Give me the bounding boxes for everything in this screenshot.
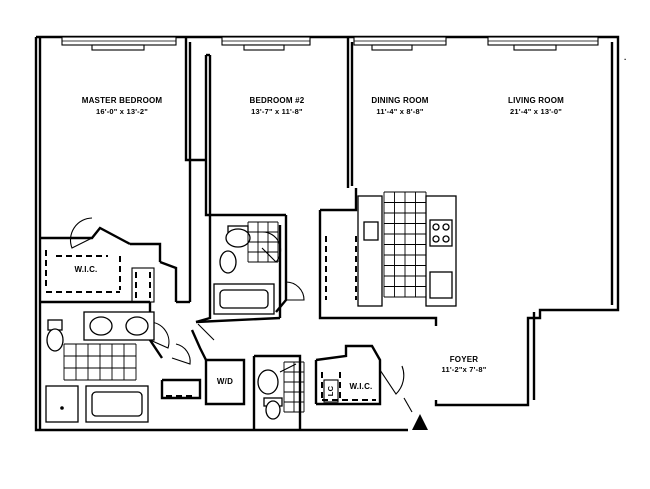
entry-arrow-icon (412, 414, 428, 430)
master-bath (45, 311, 155, 423)
kitchen-tiles (383, 191, 427, 298)
bedroom-2-name: BEDROOM #2 (250, 96, 305, 105)
master-wic-label: W.I.C. (75, 265, 98, 274)
interior-walls (40, 37, 438, 430)
master-bedroom-name: MASTER BEDROOM (82, 96, 163, 105)
master-bath-tiles (63, 343, 137, 381)
foyer-name: FOYER (450, 355, 479, 364)
foyer-size: 11'-2"x 7'-8" (442, 365, 487, 374)
master-bedroom-size: 16'-0" x 13'-2" (96, 107, 148, 116)
exterior-walls (34, 35, 620, 432)
windows (61, 36, 599, 51)
bedroom-2-size: 13'-7" x 11'-8" (251, 107, 303, 116)
edge-mark: · (624, 55, 627, 64)
dining-room-name: DINING ROOM (371, 96, 428, 105)
living-room-size: 21'-4" x 13'-0" (510, 107, 562, 116)
hall-bath (257, 361, 305, 420)
closets (166, 372, 376, 403)
linen-closet-label: LC (326, 385, 335, 396)
second-bath (213, 221, 279, 315)
hall-bath-tiles (283, 361, 305, 413)
foyer-wic-label: W.I.C. (350, 382, 373, 391)
second-bath-tiles (247, 221, 279, 263)
kitchen (325, 191, 457, 307)
washer-dryer-label: W/D (217, 377, 233, 386)
dining-room-size: 11'-4" x 8'-8" (376, 107, 423, 116)
master-wic (45, 250, 155, 303)
living-room-name: LIVING ROOM (508, 96, 564, 105)
